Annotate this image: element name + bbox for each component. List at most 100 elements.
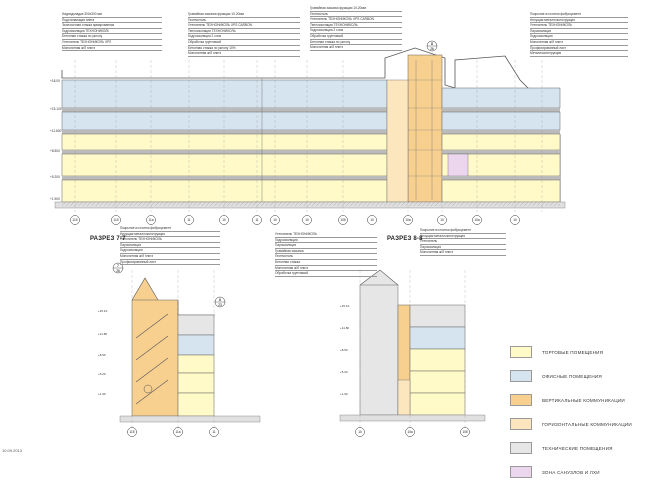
spec-line-text: Несущая металлоконструкция [420,233,465,238]
spec-line: Теплоизоляция ТЕХНОНИКОЛЬ [188,29,300,35]
svg-text:8: 8 [431,41,434,46]
spec-line: Покрытие из плитки фиброцемент [120,226,220,232]
axis-marker: 11б [70,215,80,225]
axis-label: 10 [273,218,277,222]
legend-label: ТЕХНИЧЕСКИЕ ПОМЕЩЕНИЯ [542,445,613,451]
level-marks: +18.00 +15.100 +11.800 +8.500 +5.200 +1.… [50,79,62,201]
spec-line: Утеплитель ТЕХНОНИКОЛЬ XPS CARBON [188,23,300,29]
spec-line-text: Монолитная ж/б плита [310,45,344,50]
axis-label: 10б [340,218,346,222]
spec-line-text: Утеплитель ТЕХНОНИКОЛЬ [530,23,573,28]
spec-line: Несущая металлоконструкция [420,234,506,240]
axis-marker: 10 [355,427,365,437]
spec-line: Гравийная засыпка фракции 10-20мм [188,12,300,18]
svg-text:+8.500: +8.500 [50,149,60,153]
svg-text:+1.90: +1.90 [340,392,348,396]
axis-label: 11 [212,430,216,434]
svg-text:+8.50: +8.50 [340,348,348,352]
spec-line-text: Гидроизоляция [120,248,143,253]
axis-marker: 11б [111,215,121,225]
spec-line: Обработка грунтовкой [310,34,402,40]
spec-line-text: Утеплитель [420,239,438,244]
svg-text:6: 6 [219,297,222,302]
spec-line-text: Утеплитель ТЕХНОНИКОЛЬ XPS [62,39,112,44]
axis-marker: 10б [460,427,470,437]
spec-line: Геотекстиль [310,12,402,18]
spec-line: Монолитная ж/б плита [530,40,628,46]
spec-line: Геотекстиль [275,254,377,260]
axis-marker: 11 [209,427,219,437]
axis-label: 11 [255,218,259,222]
spec-line: Подстилающая плита [62,18,162,24]
svg-text:26: 26 [430,47,434,51]
spec-line-text: Металлоконструкция [530,51,562,56]
svg-text:+15.10: +15.10 [98,309,108,313]
spec-line-text: Пароизоляция [120,242,142,247]
spec-line-text: Обработка грунтовкой [275,271,309,276]
spec-line-text: Гравийная засыпка [275,248,304,253]
spec-line-text: Монолитная ж/б плита [62,45,96,50]
spec-line: Гидроизоляция ТЕХНОНИКОЛЬ [62,29,162,35]
spec-line-text: Надподкладка 300х300 мм [62,12,102,16]
axis-label: 10 [358,430,362,434]
spec-line: Надподкладка 300х300 мм [62,12,162,18]
long-section [54,47,566,212]
svg-text:+11.80: +11.80 [340,326,349,330]
spec-line: Гидроизоляция [120,248,220,254]
axis-marker: 11 [184,215,194,225]
axis-label: 10 [513,218,517,222]
svg-text:+15.100: +15.100 [50,107,62,111]
spec-line: Бетонная стяжка по уклону [310,40,402,46]
spec-line: Бетонная стяжка [275,260,377,266]
spec-line-text: Утеплитель ТЕХНОНИКОЛЬ XPS CARBON [188,23,252,28]
spec-line-text: Монолитная ж/б плита [275,265,309,270]
svg-text:+5.200: +5.200 [50,175,60,179]
spec-line: Металлоконструкция [530,51,628,57]
axis-label: 10б [462,430,468,434]
legend-item-vertical: ВЕРТИКАЛЬНЫЕ КОММУНИКАЦИИ [510,392,648,408]
spec-line-text: Несущая металлоконструкция [120,231,165,236]
spec-line-text: Геотекстиль [188,17,206,22]
spec-line: Пароизоляция [420,245,506,251]
axis-marker: 10а [403,215,413,225]
legend-item-office: ОФИСНЫЕ ПОМЕЩЕНИЯ [510,368,648,384]
axis-marker: 10б [338,215,348,225]
spec-line: Гидроизоляция [275,238,377,244]
spec-line-text: Гидроизоляция [275,237,298,242]
spec-line-text: Геотекстиль [275,254,293,259]
spec-line: Обработка грунтовкой [188,40,300,46]
section-7-7: +15.10+11.80 +8.50+5.20+1.90 7 26 6 23 [98,262,261,428]
spec-line-text: Монолитная ж/б плита [420,250,454,255]
svg-text:23: 23 [218,303,222,307]
spec-line-text: Покрытие из плитки фиброцемент [530,12,581,16]
legend-swatch [510,418,532,430]
svg-text:26: 26 [116,269,120,273]
spec-line: Монолитная ж/б плита [275,266,377,272]
legend-item-technical: ТЕХНИЧЕСКИЕ ПОМЕЩЕНИЯ [510,440,648,456]
spec-line: Утеплитель [420,239,506,245]
axis-marker: 10 [219,215,229,225]
axis-label: 10 [222,218,226,222]
legend-item-horizontal: ГОРИЗОНТАЛЬНЫЕ КОММУНИКАЦИИ [510,416,648,432]
drawing-date: 10.09.2013 [2,448,23,453]
spec-line-text: Монолитная ж/б плита [188,51,222,56]
spec-line: Монолитная ж/б плита [188,51,300,57]
spec-line-text: Покрытие из плитки фиброцемент [420,228,471,232]
spec-line: Профилированный лист [120,260,220,266]
axis-marker: 11а [173,427,183,437]
svg-text:+1.900: +1.900 [50,197,60,201]
svg-text:+11.800: +11.800 [50,129,62,133]
section-8-8: +15.10+11.80 +8.50+5.20+1.90 [339,269,486,428]
spec-line: Несущая металлоконструкция [120,232,220,238]
spec-line: Пароизоляция [120,243,220,249]
legend-swatch [510,346,532,358]
legend-swatch [510,442,532,454]
spec-line-text: Гидроизоляция 2 слоя [310,28,344,33]
spec-line-text: Несущая металлоконструкция [530,17,575,22]
axis-label: 10а [474,218,480,222]
legend-item-wc: ЗОНА САНУЗЛОВ И ЛХИ [510,464,648,480]
